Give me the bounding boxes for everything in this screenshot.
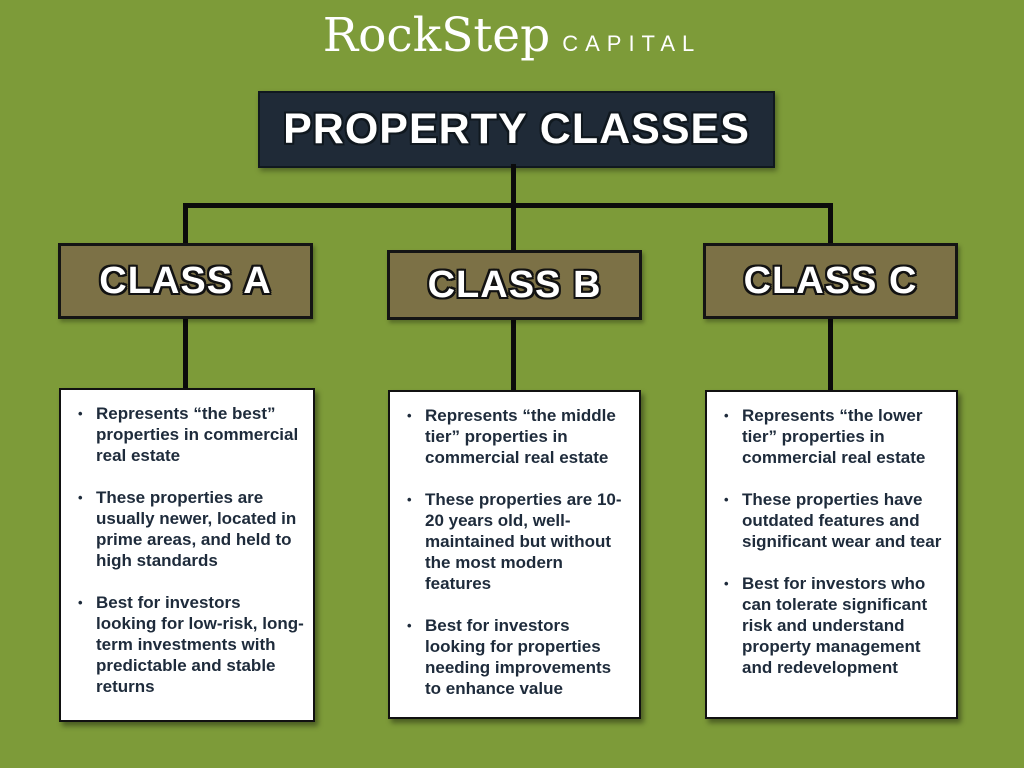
connector-drop-class-b [511, 206, 516, 252]
class-b-bullet-list: Represents “the middle tier” properties … [390, 392, 639, 699]
class-a-bullet-list: Represents “the best” properties in comm… [61, 390, 313, 697]
connector-stem-class-c [828, 316, 833, 391]
bullet-item: Represents “the lower tier” properties i… [721, 405, 948, 468]
class-b-header-box: CLASS B [387, 250, 642, 320]
class-c-detail-box: Represents “the lower tier” properties i… [705, 390, 958, 719]
class-b-label: CLASS B [427, 263, 602, 306]
class-c-label: CLASS C [743, 259, 918, 302]
bullet-item: These properties are usually newer, loca… [75, 487, 305, 571]
class-c-header-box: CLASS C [703, 243, 958, 319]
bullet-item: These properties are 10-20 years old, we… [404, 489, 631, 594]
class-c-bullet-list: Represents “the lower tier” properties i… [707, 392, 956, 678]
logo-suffix-text: CAPITAL [562, 31, 702, 56]
bullet-item: Best for investors who can tolerate sign… [721, 573, 948, 678]
connector-stem-class-a [183, 316, 188, 390]
connector-drop-class-c [828, 206, 833, 246]
bullet-item: Best for investors looking for propertie… [404, 615, 631, 699]
logo-brand-text: RockStep [322, 8, 551, 63]
connector-stem-class-b [511, 318, 516, 391]
class-a-detail-box: Represents “the best” properties in comm… [59, 388, 315, 722]
bullet-item: Represents “the best” properties in comm… [75, 403, 305, 466]
connector-horizontal-bar [183, 203, 833, 208]
class-a-label: CLASS A [99, 259, 272, 302]
bullet-item: These properties have outdated features … [721, 489, 948, 552]
bullet-item: Best for investors looking for low-risk,… [75, 592, 305, 697]
connector-drop-class-a [183, 206, 188, 246]
title-banner: PROPERTY CLASSES [258, 91, 775, 168]
logo: RockStep CAPITAL [0, 8, 1024, 63]
class-b-detail-box: Represents “the middle tier” properties … [388, 390, 641, 719]
connector-title-trunk [511, 164, 516, 208]
page-title: PROPERTY CLASSES [283, 105, 750, 153]
class-a-header-box: CLASS A [58, 243, 313, 319]
bullet-item: Represents “the middle tier” properties … [404, 405, 631, 468]
